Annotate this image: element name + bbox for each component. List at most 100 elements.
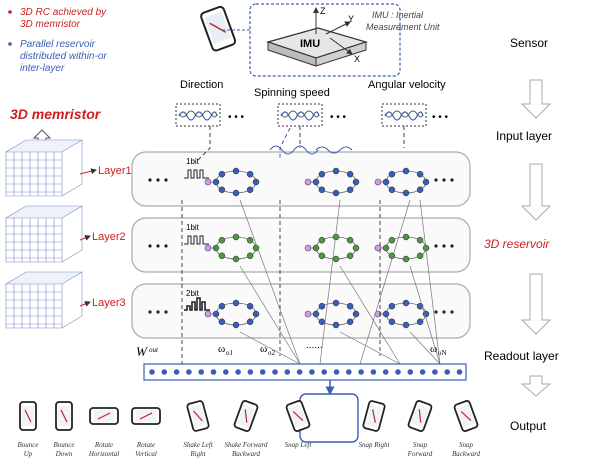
- reservoir-node: [346, 252, 354, 260]
- readout-node: [419, 369, 426, 375]
- omega-2-label: ω: [260, 343, 267, 355]
- imu-caption-2: Measurement Unit: [366, 22, 440, 32]
- reservoir-node: [402, 255, 410, 263]
- reservoir-node: [402, 299, 410, 307]
- input-node: [304, 310, 312, 318]
- imu-box-label: IMU: [300, 38, 320, 50]
- reservoir-node: [388, 252, 396, 260]
- reservoir-ring: [204, 299, 260, 329]
- reservoir-node: [246, 186, 254, 194]
- omega-n-label: ω: [430, 343, 437, 355]
- layer-1-label: Layer1: [98, 165, 132, 177]
- reservoir-node: [352, 310, 360, 318]
- reservoir-node: [218, 236, 226, 244]
- readout-node: [223, 369, 229, 375]
- reservoir-node: [416, 186, 424, 194]
- reservoir-node: [252, 244, 260, 252]
- reservoir-node: [218, 252, 226, 260]
- arrow-reservoir-readout-icon: [520, 273, 552, 335]
- reservoir-node: [232, 167, 240, 175]
- readout-node: [235, 369, 241, 375]
- reservoir-node: [218, 170, 226, 178]
- stage-output: Output: [510, 419, 547, 433]
- phone-gesture-icon: [407, 400, 433, 432]
- reservoir-node: [252, 310, 260, 318]
- reservoir-ring: [374, 167, 430, 197]
- reservoir-node: [246, 170, 254, 178]
- direction-signal: [175, 103, 221, 127]
- reservoir-node: [388, 186, 396, 194]
- readout-bar: [143, 363, 467, 381]
- readout-node: [284, 369, 291, 375]
- note-line-3: Parallel reservoir: [20, 39, 96, 50]
- direction-label: Direction: [180, 79, 223, 91]
- layer-1-bits: 1bit: [186, 157, 200, 166]
- reservoir-node: [318, 318, 326, 326]
- reservoir-node: [346, 318, 354, 326]
- reservoir-node: [402, 233, 410, 241]
- phone-gesture-icon: [131, 407, 161, 425]
- readout-node: [259, 369, 266, 375]
- reservoir-node: [246, 252, 254, 260]
- stage-readout-layer: Readout layer: [484, 349, 559, 363]
- reservoir-node: [232, 233, 240, 241]
- readout-node: [358, 369, 364, 375]
- layer-3-label: Layer3: [92, 297, 126, 309]
- phone-gesture-icon: [55, 401, 73, 431]
- gesture-label: Snap Right: [359, 441, 391, 449]
- features-ellipsis-1: • • •: [228, 112, 245, 123]
- angular-velocity-signal: [381, 103, 427, 127]
- reservoir-node: [332, 299, 340, 307]
- phone-gesture-icon: [89, 407, 119, 425]
- omega-2-sub: o2: [268, 349, 276, 357]
- note-line-1: 3D RC achieved by: [20, 7, 107, 18]
- gesture-item: Snap Left: [285, 400, 312, 449]
- layer-panel-2: [131, 217, 471, 273]
- readout-node: [444, 369, 451, 375]
- w-out-superscript: out: [149, 346, 159, 354]
- reservoir-node: [246, 302, 254, 310]
- reservoir-ring: [304, 299, 360, 329]
- reservoir-node: [388, 236, 396, 244]
- stage-input-layer: Input layer: [496, 129, 552, 143]
- input-node: [374, 178, 382, 186]
- reservoir-node: [318, 302, 326, 310]
- omega-n-sub: oN: [438, 349, 447, 357]
- reservoir-ring: [204, 167, 260, 197]
- reservoir-ring: [304, 167, 360, 197]
- readout-node: [333, 369, 340, 375]
- readout-node: [346, 369, 352, 375]
- features-ellipsis-3: • • •: [432, 112, 449, 123]
- reservoir-ring: [304, 233, 360, 263]
- layer-3-bits: 2bit: [186, 289, 200, 298]
- readout-node: [456, 369, 463, 375]
- reservoir-node: [388, 302, 396, 310]
- reservoir-node: [402, 321, 410, 329]
- spinning-speed-label: Spinning speed: [254, 87, 330, 99]
- angular-velocity-label: Angular velocity: [368, 79, 446, 91]
- reservoir-ring: [204, 233, 260, 263]
- readout-node: [186, 369, 192, 375]
- reservoir-ring: [374, 233, 430, 263]
- features-ellipsis-2: • • •: [330, 112, 347, 123]
- readout-node: [149, 369, 155, 375]
- reservoir-node: [232, 321, 240, 329]
- reservoir-node: [416, 170, 424, 178]
- w-out-label: W: [136, 344, 148, 359]
- readout-node: [198, 369, 204, 375]
- readout-node: [272, 369, 278, 375]
- spinning-speed-signal: [277, 103, 323, 127]
- reservoir-node: [352, 178, 360, 186]
- readout-node: [161, 369, 168, 375]
- reservoir-node: [246, 236, 254, 244]
